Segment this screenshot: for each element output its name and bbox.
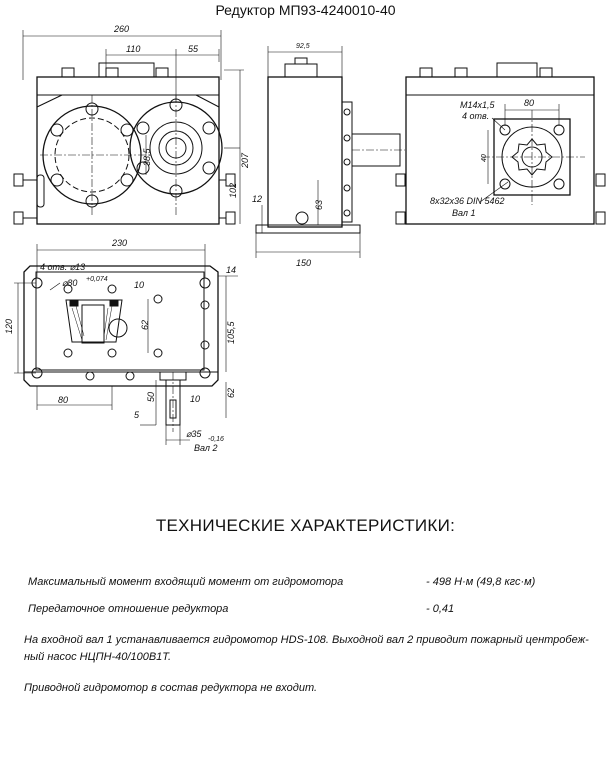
dim-12: 12 (252, 194, 262, 204)
spline-spec: 8х32х36 DIN 5462 (430, 196, 505, 206)
thread-m14-count: 4 отв. (462, 111, 489, 121)
specs-heading: ТЕХНИЧЕСКИЕ ХАРАКТЕРИСТИКИ: (155, 516, 456, 535)
dim-80-bottom: 80 (58, 395, 68, 405)
dim-207: 207 (240, 152, 250, 169)
shaft-tolerance: -0,16 (208, 436, 224, 443)
shaft-diameter: ⌀35 (186, 429, 202, 439)
dim-102: 102 (228, 183, 238, 198)
dim-50: 50 (146, 392, 156, 402)
dim-80-right: 80 (524, 98, 534, 108)
technical-drawing: 260 110 55 92,5 207 102 38,5 12 63 150 М… (4, 24, 606, 453)
dim-62-side: 62 (226, 388, 236, 398)
dim-150: 150 (296, 258, 311, 268)
dim-55: 55 (188, 44, 199, 54)
dim-10-bottom: 10 (190, 394, 200, 404)
bore-tolerance: +0,074 (86, 276, 108, 283)
dim-260: 260 (113, 24, 129, 34)
drawing-title: Редуктор МП93-4240010-40 (215, 2, 396, 18)
note-motor: На входной вал 1 устанавливается гидромо… (24, 634, 589, 663)
top-view (14, 244, 238, 445)
holes-13: 4 отв. ⌀13 (40, 262, 85, 272)
shaft-1-label: Вал 1 (452, 208, 476, 218)
dim-110: 110 (126, 44, 140, 54)
dim-5: 5 (134, 410, 140, 420)
bore-80: ⌀80 (62, 278, 77, 288)
right-view (395, 62, 606, 225)
spec-torque-value: - 498 Н·м (49,8 кгс·м) (426, 576, 536, 588)
dim-230: 230 (111, 238, 127, 248)
side-view (255, 46, 405, 258)
dim-63: 63 (314, 200, 324, 210)
front-view (13, 30, 244, 225)
dim-120: 120 (4, 319, 14, 334)
shaft-2-label: Вал 2 (194, 443, 218, 453)
dim-14: 14 (226, 265, 236, 275)
dim-38-5: 38,5 (142, 147, 152, 166)
spec-ratio-value: - 0,41 (426, 603, 455, 615)
spec-ratio-label: Передаточное отношение редуктора (28, 603, 229, 615)
thread-m14: М14х1,5 (460, 100, 496, 110)
note-excluded: Приводной гидромотор в состав редуктора … (24, 682, 318, 694)
dim-62-mid: 62 (140, 320, 150, 330)
spec-torque-label: Максимальный момент входящий момент от г… (28, 576, 344, 588)
dim-92-5: 92,5 (296, 43, 310, 50)
dim-40: 40 (481, 154, 488, 162)
dim-105-5: 105,5 (226, 320, 236, 344)
dim-10-top: 10 (134, 280, 144, 290)
